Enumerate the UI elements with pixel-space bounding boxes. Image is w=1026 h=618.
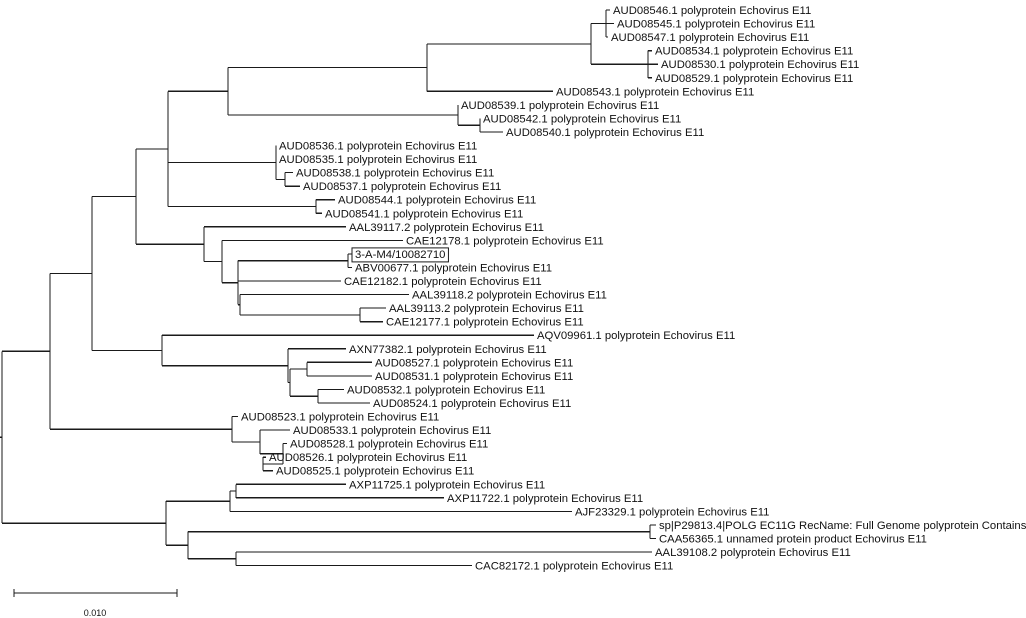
leaf-label: 3-A-M4/10082710 — [355, 249, 445, 261]
leaf-label: AAL39108.2 polyprotein Echovirus E11 — [655, 547, 851, 559]
leaf-label: AUD08531.1 polyprotein Echovirus E11 — [375, 371, 573, 383]
leaf-label: AUD08540.1 polyprotein Echovirus E11 — [506, 127, 704, 139]
leaf-label: AUD08541.1 polyprotein Echovirus E11 — [325, 208, 523, 220]
leaf-label: AQV09961.1 polyprotein Echovirus E11 — [537, 330, 735, 342]
leaf-label: CAC82172.1 polyprotein Echovirus E11 — [475, 561, 673, 573]
leaf-label: AAL39117.2 polyprotein Echovirus E11 — [349, 222, 544, 234]
leaf-label: AUD08528.1 polyprotein Echovirus E11 — [290, 439, 488, 451]
leaf-label: AUD08542.1 polyprotein Echovirus E11 — [483, 113, 681, 125]
leaf-label: AUD08525.1 polyprotein Echovirus E11 — [276, 466, 474, 478]
leaf-label: AUD08527.1 polyprotein Echovirus E11 — [375, 357, 573, 369]
leaf-label: CAA56365.1 unnamed protein product Echov… — [659, 533, 927, 545]
scale-bar-label: 0.010 — [84, 608, 107, 618]
leaf-label: AXP11725.1 polyprotein Echovirus E11 — [349, 479, 545, 491]
leaf-label: AUD08545.1 polyprotein Echovirus E11 — [617, 19, 815, 31]
leaf-label: AUD08524.1 polyprotein Echovirus E11 — [373, 398, 571, 410]
leaf-label: CAE12178.1 polyprotein Echovirus E11 — [406, 235, 604, 247]
tree-branches — [0, 9, 658, 567]
leaf-label: AUD08547.1 polyprotein Echovirus E11 — [611, 32, 809, 44]
leaf-label: AXP11722.1 polyprotein Echovirus E11 — [447, 493, 643, 505]
leaf-label: CAE12177.1 polyprotein Echovirus E11 — [386, 317, 584, 329]
leaf-label: AAL39113.2 polyprotein Echovirus E11 — [389, 303, 584, 315]
leaf-label: AUD08546.1 polyprotein Echovirus E11 — [613, 5, 811, 17]
leaf-label: AUD08544.1 polyprotein Echovirus E11 — [338, 195, 536, 207]
leaf-label: AUD08530.1 polyprotein Echovirus E11 — [661, 59, 859, 71]
leaf-label: AXN77382.1 polyprotein Echovirus E11 — [349, 344, 547, 356]
leaf-label: AUD08534.1 polyprotein Echovirus E11 — [655, 46, 853, 58]
query-highlight-box — [351, 247, 449, 263]
leaf-label: AUD08523.1 polyprotein Echovirus E11 — [241, 412, 439, 424]
scale-bar: 0.010 — [13, 589, 178, 618]
leaf-label: AUD08536.1 polyprotein Echovirus E11 — [279, 141, 477, 153]
leaf-label: sp|P29813.4|POLG EC11G RecName: Full Gen… — [659, 520, 1026, 532]
leaf-label: AUD08533.1 polyprotein Echovirus E11 — [293, 425, 491, 437]
leaf-labels: AUD08546.1 polyprotein Echovirus E11AUD0… — [241, 5, 1026, 573]
leaf-label: ABV00677.1 polyprotein Echovirus E11 — [355, 262, 552, 274]
leaf-label: AAL39118.2 polyprotein Echovirus E11 — [412, 290, 607, 302]
leaf-label: AUD08538.1 polyprotein Echovirus E11 — [296, 168, 494, 180]
leaf-label: AUD08529.1 polyprotein Echovirus E11 — [655, 73, 853, 85]
leaf-label: AUD08535.1 polyprotein Echovirus E11 — [279, 154, 477, 166]
leaf-label: AUD08526.1 polyprotein Echovirus E11 — [269, 452, 467, 464]
leaf-label: AUD08539.1 polyprotein Echovirus E11 — [461, 100, 659, 112]
leaf-label: CAE12182.1 polyprotein Echovirus E11 — [344, 276, 542, 288]
leaf-label: AUD08543.1 polyprotein Echovirus E11 — [556, 86, 754, 98]
leaf-label: AJF23329.1 polyprotein Echovirus E11 — [575, 506, 769, 518]
leaf-label: AUD08532.1 polyprotein Echovirus E11 — [347, 384, 545, 396]
leaf-label: AUD08537.1 polyprotein Echovirus E11 — [303, 181, 501, 193]
